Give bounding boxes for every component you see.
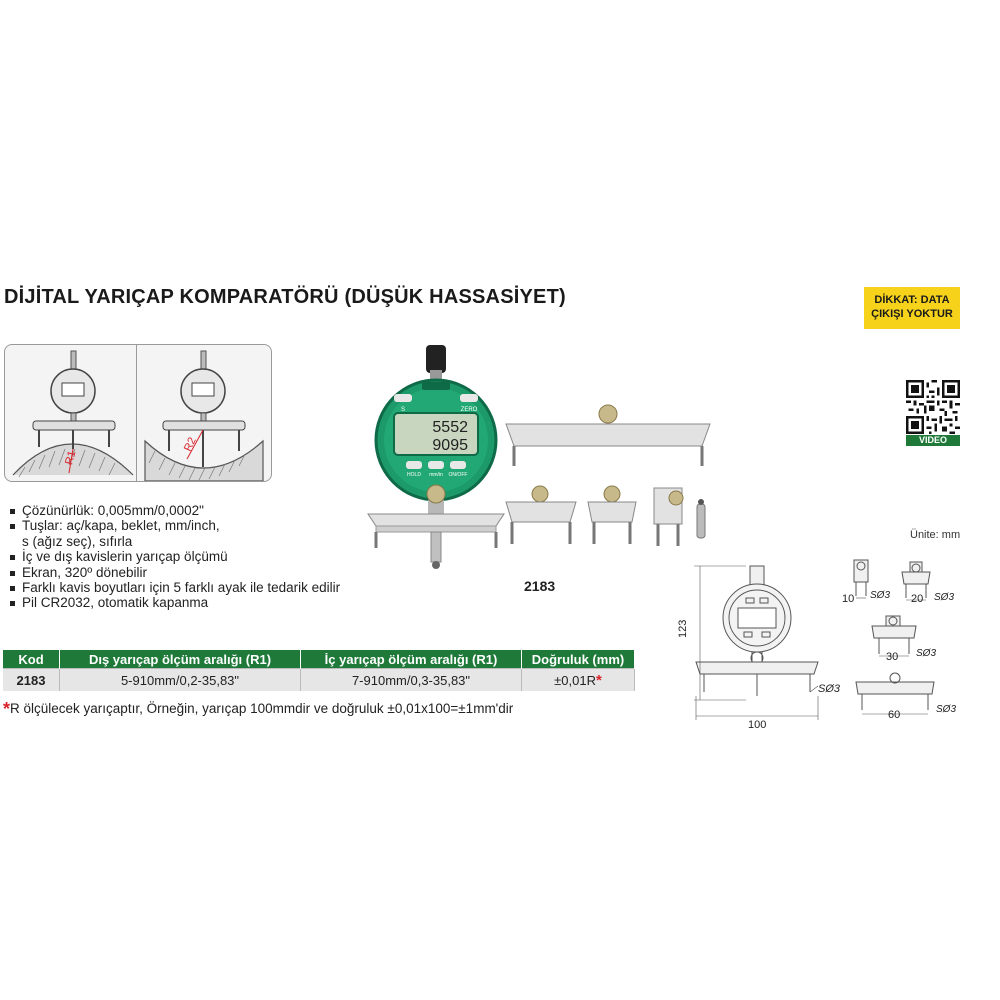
feature-item: s (ağız seç), sıfırla	[22, 533, 133, 549]
usage-diagram-drawing: R1 R2	[12, 350, 264, 481]
table-row: 2183 5-910mm/0,2-35,83" 7-910mm/0,3-35,8…	[3, 668, 635, 691]
display-top-value: 5552	[432, 419, 468, 436]
feature-item: İç ve dış kavislerin yarıçap ölçümü	[10, 549, 340, 564]
on-off-button[interactable]	[450, 461, 466, 469]
zero-button-label: ZERO	[461, 407, 478, 413]
mm-in-button-label: mm/in	[429, 472, 443, 478]
mm-in-button[interactable]	[428, 461, 444, 469]
qr-video-label: VIDEO	[906, 435, 960, 446]
accuracy-value: ±0,01R	[554, 672, 596, 688]
col-header-kod: Kod	[3, 650, 60, 669]
feature-list: Çözünürlük: 0,005mm/0,0002" Tuşlar: aç/k…	[10, 503, 340, 611]
feature-item: Ekran, 320º dönebilir	[10, 565, 340, 580]
leg-30	[505, 501, 577, 523]
warning-line-1: DİKKAT: DATA	[874, 294, 950, 306]
warning-line-2: ÇIKIŞI YOKTUR	[871, 308, 953, 320]
display-bottom-value: 9095	[432, 437, 468, 454]
feature-item: Çözünürlük: 0,005mm/0,0002"	[10, 503, 340, 518]
diagram-label-r1: R1	[63, 449, 78, 466]
leg-d-width: 60	[888, 709, 900, 721]
cell-accuracy: ±0,01R*	[521, 668, 635, 691]
feature-item: Tuşlar: aç/kapa, beklet, mm/inch,	[10, 518, 340, 533]
hold-button[interactable]	[406, 461, 422, 469]
usage-diagram: R1 R2	[4, 344, 272, 482]
dim-width-label: 100	[748, 719, 766, 728]
cell-inner-range: 7-910mm/0,3-35,83"	[300, 668, 522, 691]
asterisk-icon: *	[595, 671, 602, 689]
leg-a-width: 10	[842, 593, 854, 605]
leg-c-sphere: SØ3	[916, 648, 936, 659]
pin-accessory	[696, 503, 706, 539]
leg-60	[505, 423, 711, 447]
table-header-row: Kod Dış yarıçap ölçüm aralığı (R1) İç ya…	[3, 650, 635, 669]
spec-table: Kod Dış yarıçap ölçüm aralığı (R1) İç ya…	[3, 650, 635, 691]
cell-kod: 2183	[3, 668, 60, 691]
product-illustration: S ZERO 5552 9095 HOLD mm/in ON/OFF	[367, 345, 711, 569]
leg-b-sphere: SØ3	[934, 592, 954, 603]
model-label: 2183	[524, 578, 556, 594]
leg-d-sphere: SØ3	[936, 704, 956, 715]
leg-c-width: 30	[886, 651, 898, 663]
dimension-drawing: 123 100 SØ3 10 SØ3 20 SØ3 30 SØ3 60 SØ3	[677, 559, 956, 728]
leg-b-width: 20	[911, 593, 923, 605]
s-button[interactable]	[394, 394, 412, 402]
dim-sphere-main: SØ3	[818, 683, 841, 695]
footnote-text: R ölçülecek yarıçaptır, Örneğin, yarıçap…	[10, 701, 514, 716]
unit-label: Ünite: mm	[910, 529, 961, 541]
leg-20	[587, 501, 637, 523]
col-header-inner-range: İç yarıçap ölçüm aralığı (R1)	[300, 650, 522, 669]
zero-button[interactable]	[460, 394, 478, 402]
warning-badge: DİKKAT: DATA ÇIKIŞI YOKTUR	[864, 287, 960, 329]
leg-a-sphere: SØ3	[870, 590, 890, 601]
qr-code-pattern	[906, 380, 960, 434]
cell-outer-range: 5-910mm/0,2-35,83"	[59, 668, 301, 691]
footnote: *R ölçülecek yarıçaptır, Örneğin, yarıça…	[3, 699, 513, 720]
s-button-label: S	[401, 407, 405, 413]
qr-code[interactable]: VIDEO	[906, 380, 960, 446]
page-title: DİJİTAL YARIÇAP KOMPARATÖRÜ (DÜŞÜK HASSA…	[4, 286, 566, 308]
lcd-display	[393, 412, 479, 456]
diagram-divider	[136, 345, 137, 481]
asterisk-icon: *	[3, 699, 11, 719]
diagram-label-r2: R2	[182, 436, 199, 454]
dim-height-label: 123	[677, 620, 689, 638]
gauge-cap	[426, 345, 446, 373]
col-header-outer-range: Dış yarıçap ölçüm aralığı (R1)	[59, 650, 301, 669]
col-header-accuracy: Doğruluk (mm)	[521, 650, 635, 669]
hold-button-label: HOLD	[407, 472, 421, 478]
feature-item: Farklı kavis boyutları için 5 farklı aya…	[10, 580, 340, 595]
feature-item: Pil CR2032, otomatik kapanma	[10, 595, 340, 610]
on-off-button-label: ON/OFF	[449, 472, 468, 478]
